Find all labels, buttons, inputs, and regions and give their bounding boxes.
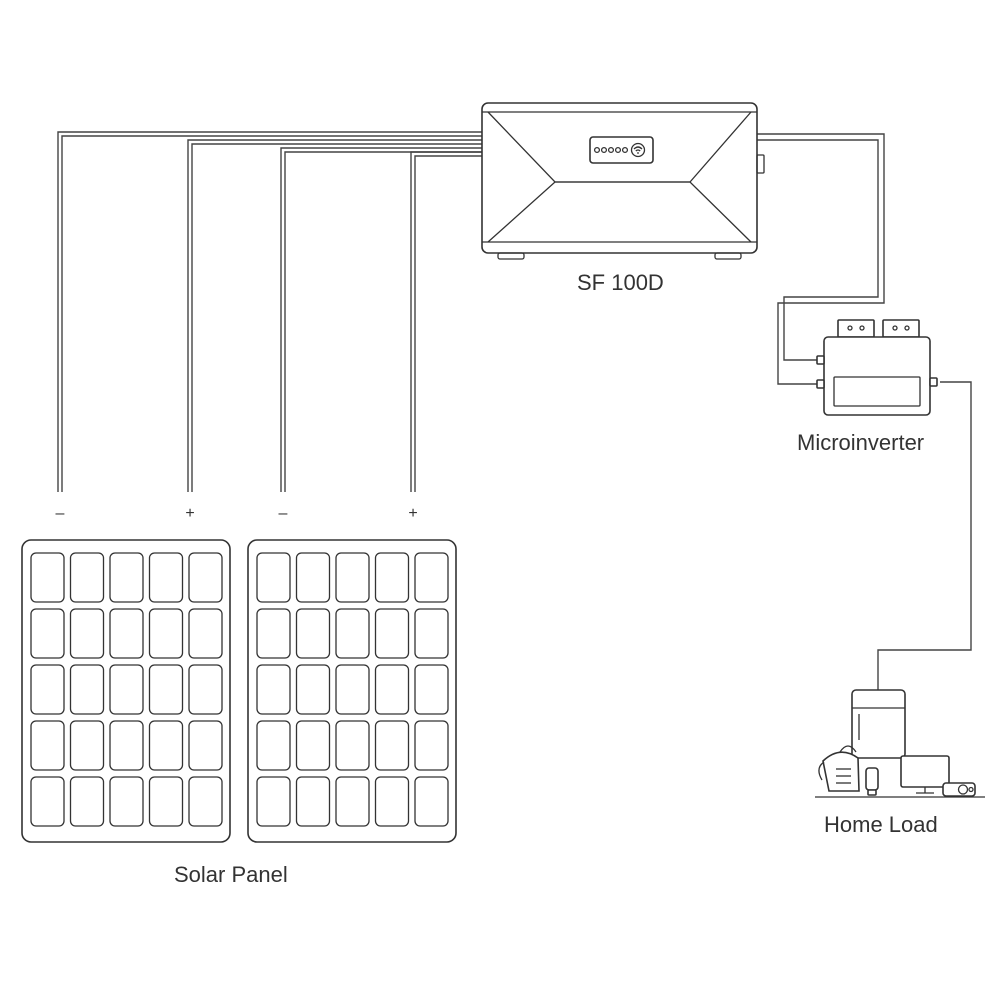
solar-panel-label: Solar Panel xyxy=(174,862,288,887)
home-load-label: Home Load xyxy=(824,812,938,837)
home-load-appliances xyxy=(815,689,985,798)
solar-cell xyxy=(188,552,223,603)
solar-cell xyxy=(148,720,184,771)
solar-cell xyxy=(69,720,105,771)
ac-output-cable xyxy=(877,381,972,690)
microinverter-unit xyxy=(816,319,938,416)
solar-cell xyxy=(295,552,331,603)
blender-icon xyxy=(865,767,879,796)
solar-cell xyxy=(30,552,65,603)
panel1-negative-label: – xyxy=(56,505,65,522)
solar-cell xyxy=(30,776,65,827)
solar-cell xyxy=(256,552,291,603)
solar-cell xyxy=(374,608,410,659)
solar-cell xyxy=(335,776,370,827)
solar-cell xyxy=(69,608,105,659)
solar-cell xyxy=(256,776,291,827)
solar-cell xyxy=(256,720,291,771)
solar-cell xyxy=(295,664,331,715)
solar-panel-left xyxy=(21,539,231,843)
solar-cell xyxy=(109,776,144,827)
solar-cell xyxy=(256,608,291,659)
solar-cell xyxy=(335,720,370,771)
solar-cell xyxy=(295,776,331,827)
solar-cell xyxy=(109,552,144,603)
panel1-positive-label: + xyxy=(185,505,194,522)
solar-cell xyxy=(335,664,370,715)
solar-cell xyxy=(256,664,291,715)
solar-cell xyxy=(148,552,184,603)
solar-cell xyxy=(30,608,65,659)
solar-cell xyxy=(295,608,331,659)
solar-cell xyxy=(69,552,105,603)
solar-cell xyxy=(414,552,449,603)
solar-cell xyxy=(69,664,105,715)
solar-cell xyxy=(335,608,370,659)
microinverter-label: Microinverter xyxy=(797,430,924,455)
solar-cell xyxy=(374,552,410,603)
panel2-negative-label: – xyxy=(279,505,288,522)
monitor-icon xyxy=(900,755,950,794)
refrigerator-icon xyxy=(851,689,906,759)
solar-cell xyxy=(188,608,223,659)
solar-cell xyxy=(30,720,65,771)
kettle-icon xyxy=(818,745,860,792)
panel2-positive-label: + xyxy=(408,505,417,522)
solar-cell xyxy=(148,608,184,659)
sf100d-indicator-panel xyxy=(589,136,654,164)
solar-cell xyxy=(69,776,105,827)
solar-cell xyxy=(30,664,65,715)
solar-cell xyxy=(188,720,223,771)
solar-cell xyxy=(188,776,223,827)
solar-cell xyxy=(374,776,410,827)
solar-cell xyxy=(109,608,144,659)
solar-cell xyxy=(374,664,410,715)
wifi-icon xyxy=(630,142,646,158)
solar-cell xyxy=(414,776,449,827)
solar-cell xyxy=(148,664,184,715)
solar-cell xyxy=(188,664,223,715)
sf100d-label: SF 100D xyxy=(577,270,664,295)
output-cables xyxy=(757,133,885,385)
solar-cell xyxy=(414,720,449,771)
solar-cell xyxy=(374,720,410,771)
sf100d-unit xyxy=(481,102,765,260)
solar-cell xyxy=(414,608,449,659)
solar-panel-right xyxy=(247,539,457,843)
solar-cell xyxy=(109,664,144,715)
solar-cell xyxy=(335,552,370,603)
solar-cell xyxy=(295,720,331,771)
solar-cell xyxy=(109,720,144,771)
projector-icon xyxy=(942,782,976,797)
solar-cell xyxy=(148,776,184,827)
panel-cables xyxy=(57,131,482,492)
solar-cell xyxy=(414,664,449,715)
